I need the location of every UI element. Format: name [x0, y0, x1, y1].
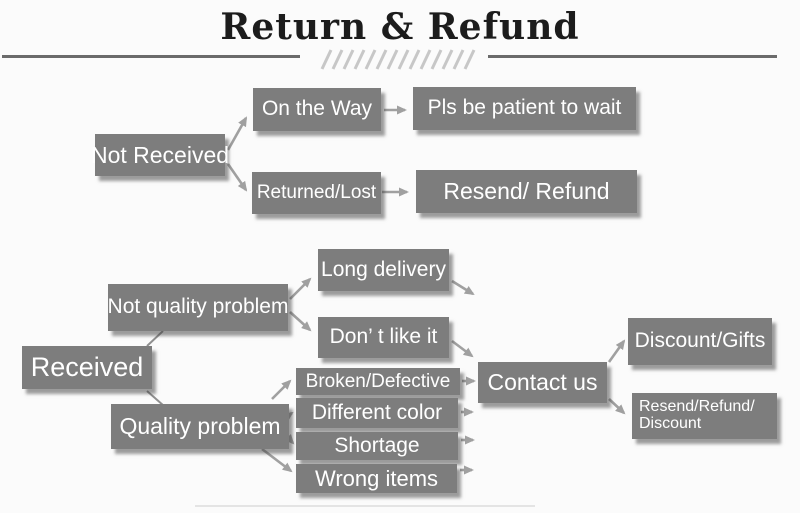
node-pls-be-patient: Pls be patient to wait — [413, 87, 636, 130]
node-label: Pls be patient to wait — [427, 96, 622, 120]
node-label: On the Way — [261, 97, 373, 121]
node-label: Contact us — [487, 369, 598, 396]
node-not-quality-problem: Not quality problem — [108, 284, 288, 331]
node-resend-refund-discount: Resend/Refund/Discount — [632, 393, 777, 439]
node-label: Returned/Lost — [256, 182, 377, 204]
node-dont-like-it: Don’ t like it — [318, 317, 449, 358]
node-label: Not quality problem — [107, 295, 289, 319]
node-label: Don’ t like it — [329, 325, 438, 349]
title-hatch — [320, 49, 476, 70]
node-broken-defective: Broken/Defective — [296, 368, 460, 395]
bottom-divider — [195, 505, 535, 507]
title-divider-left — [2, 55, 300, 58]
node-label: Discount/Gifts — [634, 329, 766, 353]
node-resend-refund: Resend/ Refund — [416, 170, 637, 213]
node-discount-gifts: Discount/Gifts — [628, 318, 772, 365]
node-label: Different color — [311, 400, 443, 424]
node-label: Resend/Refund/Discount — [639, 398, 755, 433]
node-on-the-way: On the Way — [253, 88, 381, 131]
node-returned-lost: Returned/Lost — [252, 172, 381, 214]
node-wrong-items: Wrong items — [296, 464, 457, 493]
node-label: Received — [30, 352, 144, 383]
node-label-line1: Resend/Refund/ — [639, 398, 755, 416]
node-contact-us: Contact us — [478, 362, 607, 403]
node-label: Resend/ Refund — [443, 178, 610, 205]
node-long-delivery: Long delivery — [318, 249, 449, 291]
node-label: Broken/Defective — [305, 370, 451, 392]
title-divider-right — [488, 55, 777, 58]
node-received: Received — [22, 346, 152, 389]
node-label: Not Received — [90, 141, 230, 168]
node-label: Shortage — [334, 433, 420, 457]
node-not-received: Not Received — [91, 134, 229, 176]
page-title: Return & Refund — [220, 6, 580, 48]
node-quality-problem: Quality problem — [111, 404, 289, 449]
node-shortage: Shortage — [296, 432, 458, 460]
node-label: Quality problem — [119, 413, 281, 440]
node-label: Wrong items — [314, 465, 439, 491]
node-different-color: Different color — [296, 398, 458, 428]
node-label: Long delivery — [321, 257, 446, 281]
node-label-line2: Discount — [639, 415, 702, 432]
